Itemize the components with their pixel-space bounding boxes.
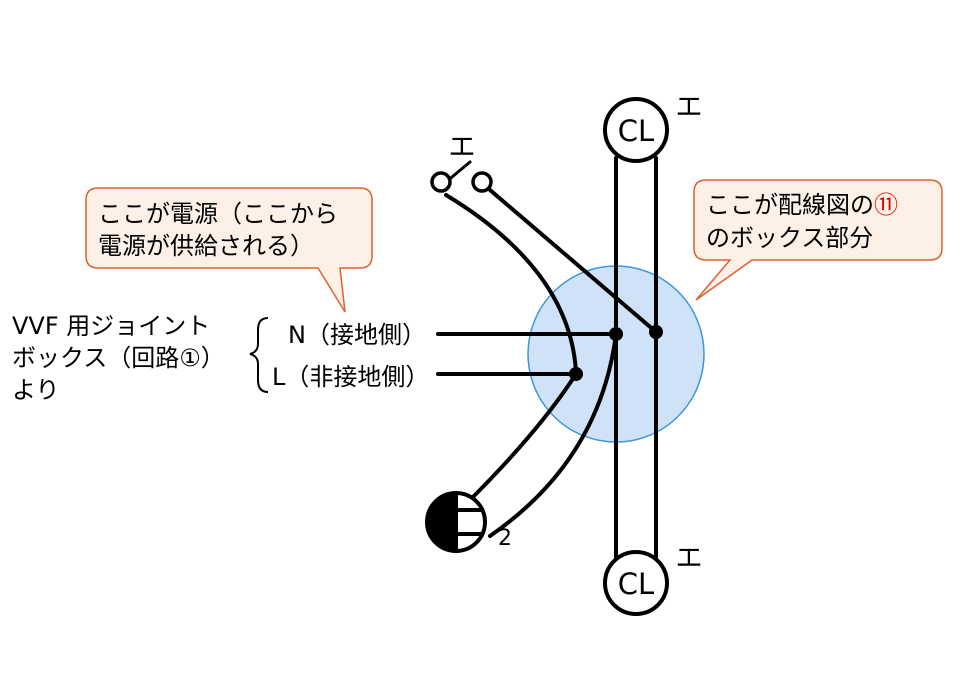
source-label-line1: VVF 用ジョイント xyxy=(12,312,210,340)
ceiling-light-bottom-mark: エ xyxy=(676,543,703,574)
outlet-count: 2 xyxy=(498,526,512,551)
neutral-label: N（接地側） xyxy=(288,321,426,349)
brace xyxy=(249,317,269,393)
ceiling-light-bottom-label: CL xyxy=(618,567,654,601)
callout-left xyxy=(85,187,373,313)
callout-right-line2: のボックス部分 xyxy=(706,224,873,252)
callout-left-line2: 電源が供給される） xyxy=(98,232,314,260)
callout-right-line1: ここが配線図の⑪ xyxy=(706,191,898,219)
callout-right-text: ここが配線図の xyxy=(706,191,874,219)
switch-symbol xyxy=(430,160,493,193)
callout-right-number: ⑪ xyxy=(874,191,898,219)
junction-dot xyxy=(649,325,663,339)
wire-outlet-lower xyxy=(488,332,618,538)
ceiling-light-top xyxy=(603,97,669,163)
outlet-symbol xyxy=(425,491,487,553)
wire-switch-left xyxy=(444,193,578,374)
source-label-line2: ボックス（回路①） xyxy=(12,344,225,372)
wire-switch-right xyxy=(488,188,658,334)
callout-left-line1: ここが電源（ここから xyxy=(98,200,338,228)
ceiling-light-top-mark: エ xyxy=(676,92,703,123)
junction-dot xyxy=(569,367,583,381)
junction-dot xyxy=(609,327,623,341)
switch-mark: エ xyxy=(449,132,476,163)
source-label-line3: より xyxy=(12,376,60,404)
ceiling-light-bottom xyxy=(603,550,669,616)
line-label: L（非接地側） xyxy=(272,363,429,391)
ceiling-light-top-label: CL xyxy=(618,114,654,148)
callout-right xyxy=(693,179,943,301)
wire-outlet-upper xyxy=(468,372,578,502)
